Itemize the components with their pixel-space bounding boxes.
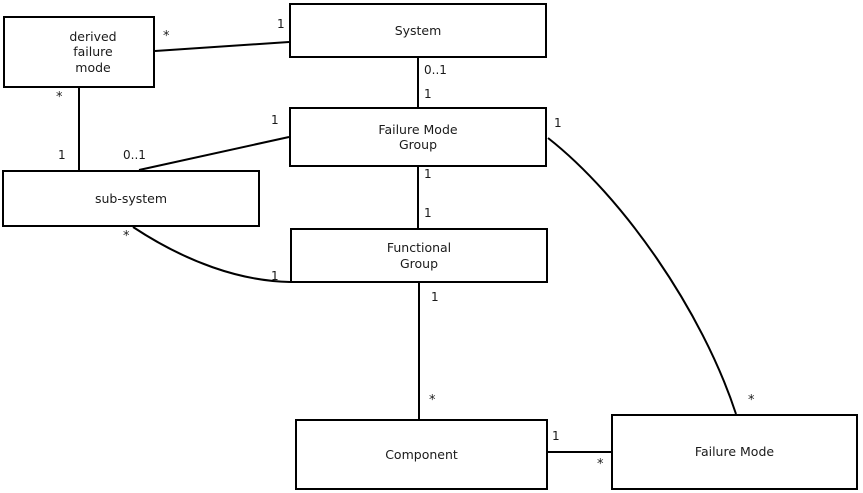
multiplicity-label-mult-sub-to-fmg-source: 0..1: [123, 148, 146, 162]
class-box-functional-group[interactable]: Functional Group: [290, 228, 548, 283]
association-sub-system-to-functional-group: [132, 226, 291, 283]
multiplicity-label-mult-system-to-fmg-target: 1: [424, 87, 432, 101]
class-name-component: Component: [385, 446, 458, 462]
class-name-failure-mode: Failure Mode: [694, 444, 775, 460]
class-box-system[interactable]: System: [289, 3, 547, 58]
multiplicity-label-mult-comp-to-fm-source: 1: [552, 429, 560, 443]
multiplicity-label-mult-sub-to-fg-target: 1: [271, 269, 279, 283]
multiplicity-label-mult-sub-to-fmg-target: 1: [271, 113, 279, 127]
multiplicity-label-mult-derived-to-system-source: *: [163, 29, 170, 44]
class-box-failure-mode-group[interactable]: Failure Mode Group: [289, 107, 547, 167]
class-box-sub-system[interactable]: sub-system: [2, 170, 260, 227]
multiplicity-label-mult-derived-to-system-target: 1: [277, 17, 285, 31]
multiplicity-label-mult-comp-to-fm-target: *: [597, 457, 604, 472]
association-derived-failure-mode-to-system: [154, 41, 290, 52]
multiplicity-label-mult-fmg-to-fg-source: 1: [424, 167, 432, 181]
association-failure-mode-group-to-failure-mode: [547, 137, 737, 415]
multiplicity-label-mult-derived-to-sub-source: *: [56, 90, 63, 105]
class-box-derived-failure-mode[interactable]: derived failure mode: [3, 16, 155, 88]
multiplicity-label-mult-fmg-to-fm-target: *: [748, 393, 755, 408]
class-name-functional-group: Functional Group: [386, 240, 452, 271]
association-sub-system-to-failure-mode-group: [138, 136, 290, 171]
multiplicity-label-mult-sub-to-fg-source: *: [123, 229, 130, 244]
multiplicity-label-mult-fmg-to-fm-source: 1: [554, 116, 562, 130]
multiplicity-label-mult-fmg-to-fg-target: 1: [424, 206, 432, 220]
class-box-component[interactable]: Component: [295, 419, 548, 490]
multiplicity-label-mult-system-to-fmg-source: 0..1: [424, 63, 447, 77]
class-name-sub-system: sub-system: [94, 190, 168, 206]
class-name-system: System: [394, 22, 442, 38]
multiplicity-label-mult-derived-to-sub-target: 1: [58, 148, 66, 162]
class-box-failure-mode[interactable]: Failure Mode: [611, 414, 858, 490]
class-name-failure-mode-group: Failure Mode Group: [378, 121, 458, 153]
multiplicity-label-mult-fg-to-comp-source: 1: [431, 290, 439, 304]
multiplicity-label-mult-fg-to-comp-target: *: [429, 393, 436, 408]
class-name-derived-failure-mode: derived failure mode: [69, 28, 117, 75]
